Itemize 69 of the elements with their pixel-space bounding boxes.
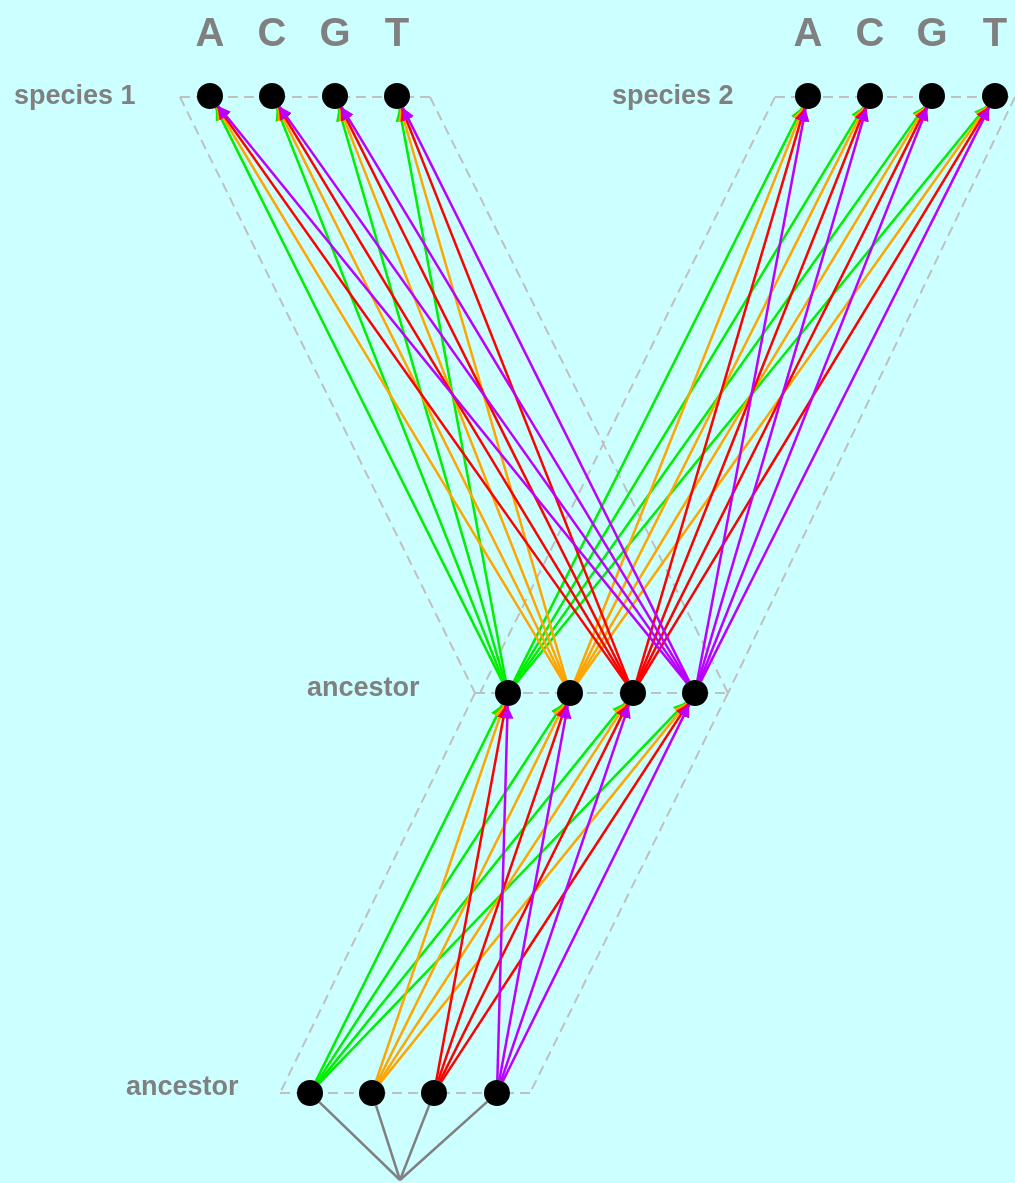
arrow (512, 107, 804, 682)
arrow (496, 705, 514, 1081)
arrow (340, 106, 690, 683)
base-letter: A (195, 10, 225, 54)
branch-label: species 2 (612, 80, 734, 110)
arrow (277, 106, 628, 683)
nucleotide-dot (620, 680, 646, 706)
nucleotide-dot (495, 680, 521, 706)
base-letter: T (982, 10, 1008, 54)
nucleotide-dot (322, 83, 348, 109)
nucleotide-dot (359, 1080, 385, 1106)
nucleotide-dot (982, 83, 1008, 109)
arrow (635, 108, 807, 681)
branch-label: ancestor (307, 672, 420, 702)
arrow (398, 108, 568, 681)
nucleotide-dot (557, 680, 583, 706)
nucleotide-dot (259, 83, 285, 109)
arrow (697, 108, 869, 681)
arrow (401, 107, 691, 682)
base-letter: C (855, 10, 885, 54)
nucleotide-dot (197, 83, 223, 109)
nucleotide-dot (795, 83, 821, 109)
nucleotide-dot (919, 83, 945, 109)
arrow (498, 705, 572, 1081)
arrow (699, 107, 991, 682)
arrow (375, 704, 506, 1082)
arrow (379, 702, 688, 1084)
arrow (637, 107, 928, 682)
arrow (316, 703, 564, 1083)
arrow (336, 108, 506, 681)
arrow (438, 704, 629, 1082)
arrow (698, 107, 929, 682)
arrow (500, 704, 631, 1082)
arrow (395, 108, 507, 681)
arrow (214, 107, 504, 682)
nucleotide-dot (857, 83, 883, 109)
arrow (501, 704, 691, 1082)
nucleotide-dot (297, 1080, 323, 1106)
arrow (573, 107, 805, 682)
branch-label: species 1 (14, 80, 136, 110)
arrow (638, 106, 990, 683)
arrow (636, 107, 867, 682)
base-letter: G (319, 10, 351, 54)
arrow (696, 108, 810, 681)
base-letter: A (793, 10, 823, 54)
arrow (378, 703, 627, 1083)
arrow (376, 704, 566, 1082)
arrow (437, 704, 568, 1082)
arrow (275, 107, 505, 682)
base-letter: G (916, 10, 948, 54)
nucleotide-dot (421, 1080, 447, 1106)
arrow (318, 701, 687, 1085)
arrow (338, 107, 567, 682)
arrow (317, 702, 626, 1084)
base-letter: T (384, 10, 410, 54)
nucleotide-dot (384, 83, 410, 109)
arrow (575, 106, 927, 683)
arrow (215, 106, 565, 683)
branch-label: ancestor (126, 1071, 239, 1101)
base-letter: C (257, 10, 287, 54)
nucleotide-dot (484, 1080, 510, 1106)
arrow (400, 107, 630, 682)
nucleotide-dot (682, 680, 708, 706)
arrow (339, 107, 629, 682)
arrow (440, 703, 689, 1083)
arrow (574, 107, 866, 682)
arrow (513, 106, 865, 683)
arrow (314, 704, 504, 1082)
arrow (276, 107, 566, 682)
